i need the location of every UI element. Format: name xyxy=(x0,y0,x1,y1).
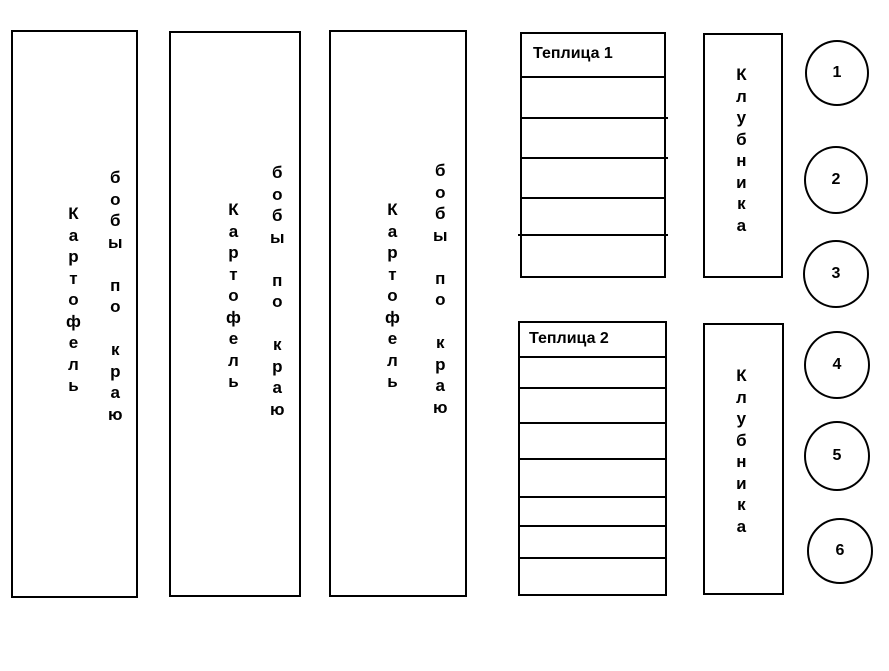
greenhouse-1-row-line xyxy=(520,197,666,199)
greenhouse-1-title: Теплица 1 xyxy=(533,45,613,62)
greenhouse-2-row-line xyxy=(518,458,667,460)
greenhouse-1-divider xyxy=(520,76,666,78)
greenhouse-2-row-line xyxy=(518,496,667,498)
greenhouse-1-row-line xyxy=(520,157,668,159)
circle-2: 2 xyxy=(804,146,868,214)
greenhouse-1-row-line xyxy=(520,117,668,119)
circle-6: 6 xyxy=(807,518,873,584)
greenhouse-2-row-line xyxy=(518,525,667,527)
greenhouse-1 xyxy=(520,32,666,278)
circle-4: 4 xyxy=(804,331,870,399)
circle-1: 1 xyxy=(805,40,869,106)
potato-bed-1 xyxy=(11,30,138,598)
circle-5: 5 xyxy=(804,421,870,491)
strawberry-bed-1 xyxy=(703,33,783,278)
circle-3: 3 xyxy=(803,240,869,308)
greenhouse-2-row-line xyxy=(518,557,667,559)
potato-bed-3 xyxy=(329,30,467,597)
strawberry-bed-2 xyxy=(703,323,784,595)
greenhouse-2-divider xyxy=(518,356,667,358)
greenhouse-2-title: Теплица 2 xyxy=(529,330,609,347)
potato-bed-2 xyxy=(169,31,301,597)
greenhouse-2-row-line xyxy=(518,387,667,389)
greenhouse-2-row-line xyxy=(518,422,667,424)
greenhouse-1-row-line xyxy=(518,234,668,236)
